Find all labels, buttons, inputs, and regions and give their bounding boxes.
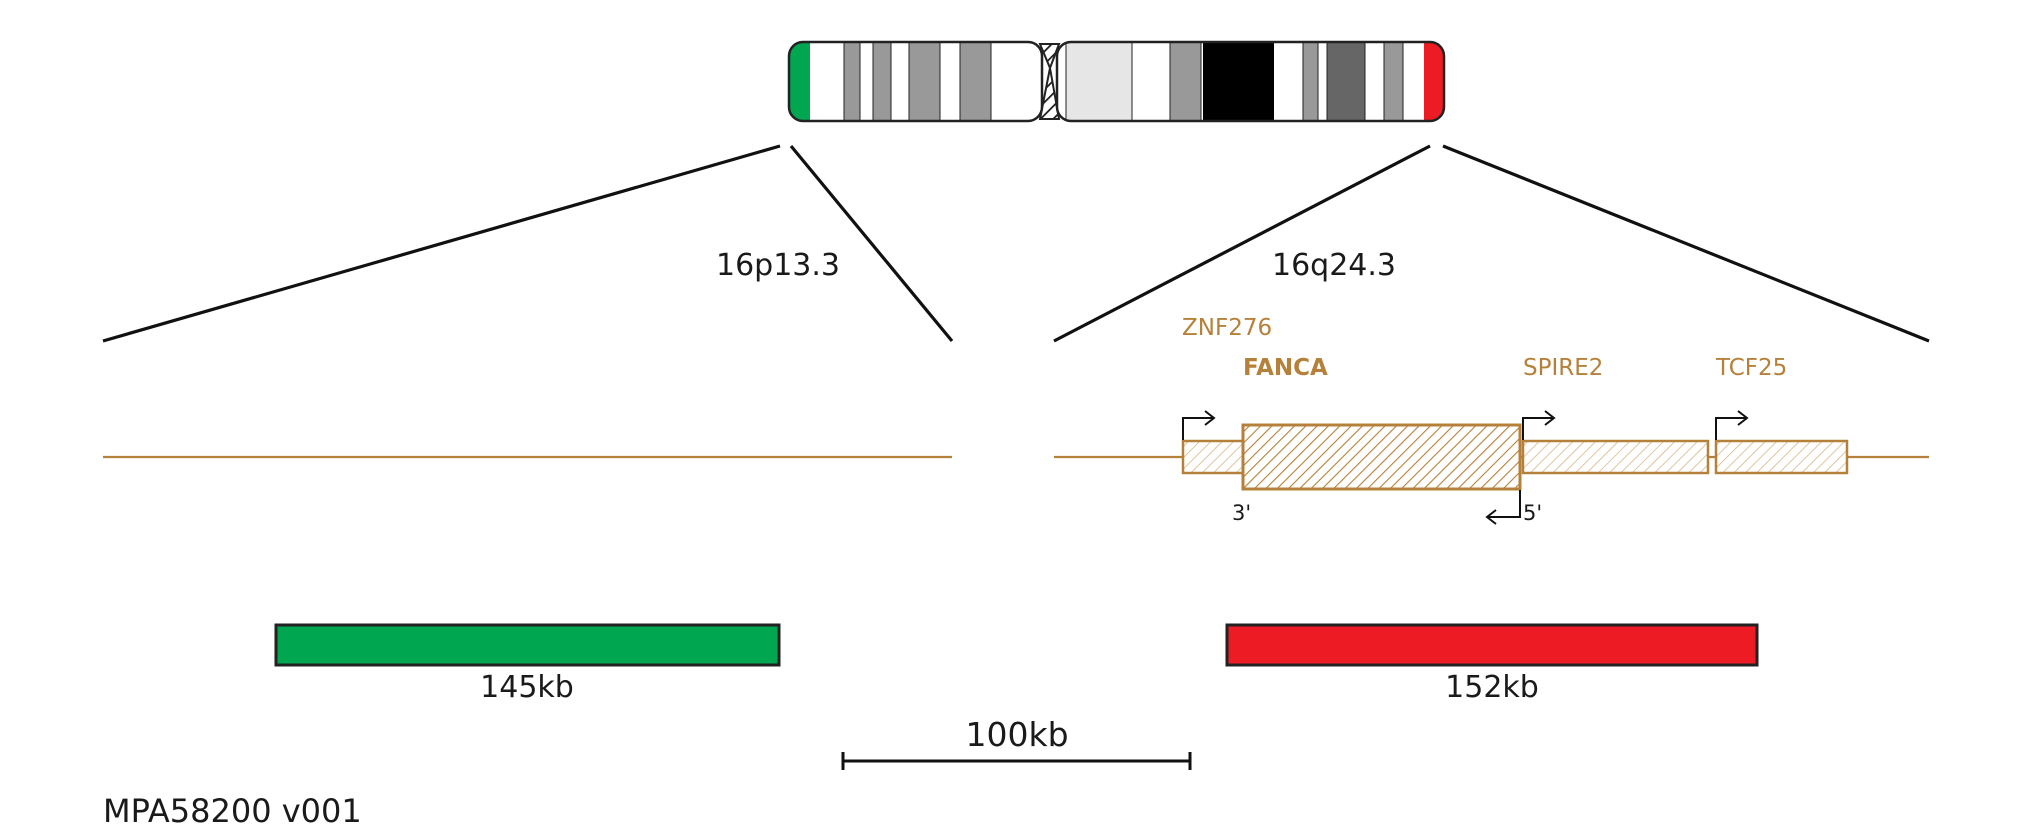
chromosome-ideogram <box>787 40 1446 123</box>
zoom-line-right-outer <box>1442 144 1930 343</box>
tss-arrow-fanca <box>1485 490 1521 525</box>
gene-tcf25 <box>1714 439 1849 475</box>
tss-arrow-znf276 <box>1182 410 1216 440</box>
q-arm-outline <box>1055 40 1446 123</box>
zoom-line-left-inner <box>789 144 954 343</box>
p-arm-outline <box>787 40 1044 123</box>
zoom-lines <box>102 144 1930 343</box>
probe-green-size: 145kb <box>480 670 574 705</box>
probe-red <box>1225 623 1759 667</box>
probe-green <box>274 623 781 667</box>
centromere <box>1038 43 1061 120</box>
band-label-left: 16p13.3 <box>716 248 840 283</box>
gene-label-tcf25: TCF25 <box>1715 355 1787 381</box>
end-label-5prime: 5' <box>1523 501 1542 525</box>
tss-arrows <box>1182 410 1749 525</box>
product-code: MPA58200 v001 <box>103 792 362 826</box>
q-arm <box>1057 42 1444 121</box>
gene-label-fanca: FANCA <box>1243 355 1328 381</box>
p-terminal-band <box>789 42 810 121</box>
right-region <box>1054 410 1929 525</box>
tss-arrow-tcf25 <box>1715 410 1749 440</box>
probe-red-size: 152kb <box>1445 670 1539 705</box>
zoom-line-left-outer <box>102 144 781 343</box>
p-arm <box>789 42 1042 121</box>
end-label-3prime: 3' <box>1232 501 1251 525</box>
gene-label-znf276: ZNF276 <box>1182 315 1272 341</box>
gene-fanca <box>1241 423 1522 491</box>
tss-arrow-spire2 <box>1522 410 1556 440</box>
scale-bar <box>841 752 1192 770</box>
zoom-line-right-inner <box>1053 144 1431 343</box>
band-label-right: 16q24.3 <box>1272 248 1396 283</box>
scale-bar-label: 100kb <box>965 715 1068 754</box>
gene-label-spire2: SPIRE2 <box>1523 355 1603 381</box>
gene-spire2 <box>1521 439 1710 475</box>
